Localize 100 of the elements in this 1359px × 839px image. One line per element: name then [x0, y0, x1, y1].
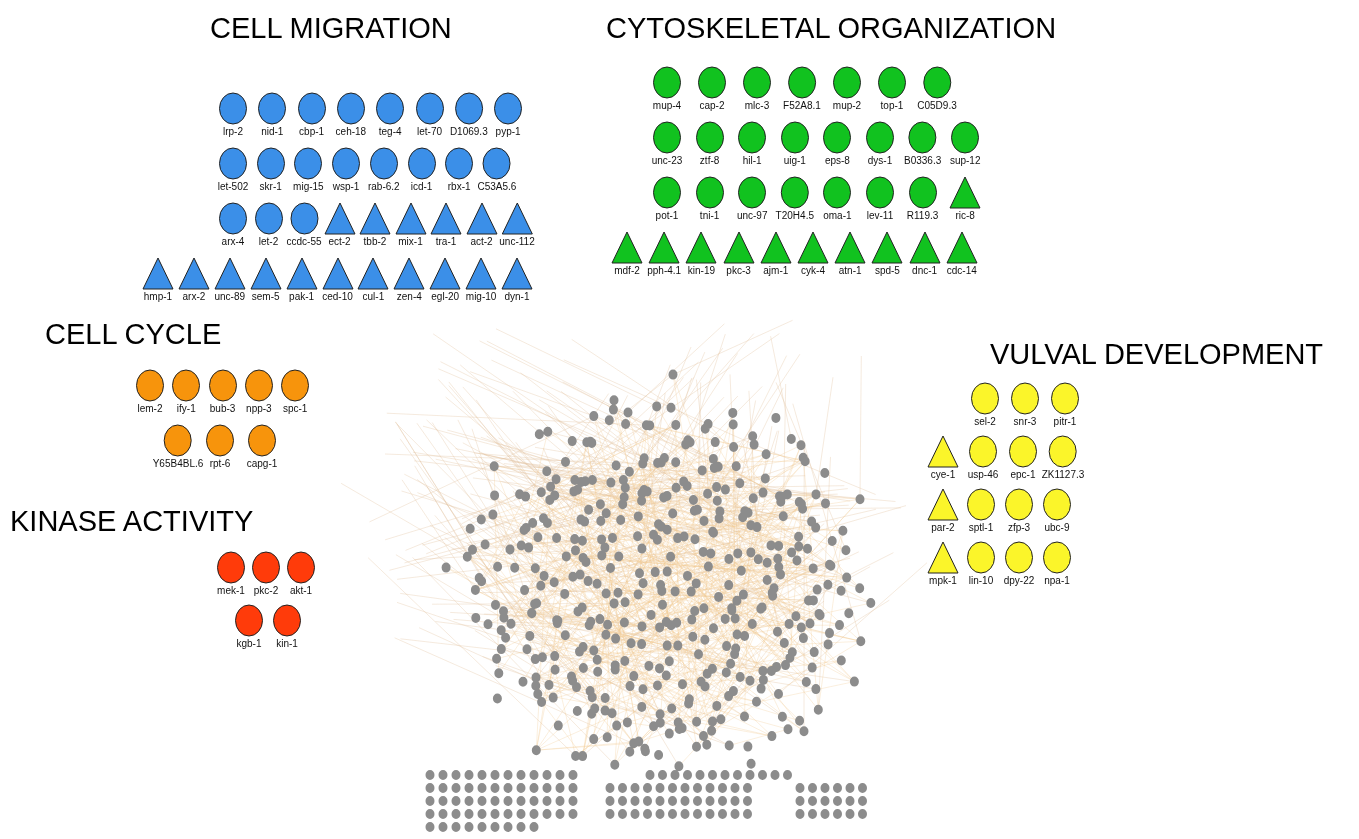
gene-node: [254, 147, 287, 193]
gene-node: [927, 488, 959, 534]
gene-node: [217, 147, 249, 193]
gene-node: [285, 551, 317, 597]
gene-node: [405, 147, 438, 193]
gene-label: mup-4: [652, 100, 682, 112]
gene-node: [651, 121, 683, 167]
gene-label: lin-10: [968, 575, 994, 587]
group-title: CELL MIGRATION: [210, 12, 452, 44]
gene-node: [233, 604, 265, 650]
gene-node: [647, 231, 682, 277]
gene-node: [685, 231, 718, 277]
gene-label: npp-3: [246, 403, 272, 415]
gene-node: [217, 202, 249, 248]
gene-node: [906, 176, 939, 222]
group-title: CELL CYCLE: [45, 318, 222, 350]
gene-node: [443, 147, 476, 193]
gene-node: [250, 551, 282, 597]
gene-label: ajm-1: [763, 265, 789, 277]
gene-node: [821, 121, 854, 167]
gene-node: [134, 369, 166, 415]
gene-node: [1041, 488, 1073, 534]
gene-node: [465, 257, 498, 303]
gene-node: [321, 257, 354, 303]
gene-label: cap-2: [699, 100, 725, 112]
gene-label: lev-11: [866, 210, 894, 222]
gene-label: cye-1: [930, 469, 956, 481]
gene-label: pyp-1: [495, 126, 521, 138]
gene-label: rpt-6: [209, 458, 231, 470]
gene-node: [903, 121, 942, 167]
gene-label: epc-1: [1010, 469, 1036, 481]
gene-label: dpy-22: [1003, 575, 1035, 587]
gene-node: [286, 202, 322, 248]
gene-label: pot-1: [655, 210, 679, 222]
gene-label: cdc-14: [946, 265, 977, 277]
gene-node: [1009, 382, 1041, 428]
gene-node: [1041, 435, 1085, 481]
gene-node: [722, 231, 755, 277]
gene-node: [252, 202, 285, 248]
gene-label: dys-1: [867, 155, 893, 167]
gene-node: [693, 176, 726, 222]
gene-label: mek-1: [217, 585, 245, 597]
gene-node: [864, 121, 896, 167]
gene-label: D1069.3: [449, 126, 488, 138]
gene-label: icd-1: [410, 181, 433, 193]
gene-node: [449, 92, 488, 138]
gene-label: kin-19: [687, 265, 715, 277]
gene-node: [864, 176, 896, 222]
gene-node: [357, 257, 390, 303]
gene-label: mpk-1: [929, 575, 957, 587]
gene-label: oma-1: [823, 210, 852, 222]
gene-node: [696, 66, 728, 112]
gene-label: sel-2: [974, 416, 996, 428]
gene-node: [967, 435, 999, 481]
gene-label: rbx-1: [447, 181, 471, 193]
gene-label: npa-1: [1044, 575, 1070, 587]
gene-label: ZK1127.3: [1041, 469, 1085, 481]
gene-label: uig-1: [783, 155, 806, 167]
gene-label: zen-4: [396, 291, 422, 303]
gene-node: [359, 202, 391, 248]
gene-node: [477, 147, 517, 193]
gene-label: unc-112: [499, 236, 535, 248]
gene-node: [204, 424, 236, 470]
gene-node: [821, 176, 854, 222]
gene-label: ccdc-55: [286, 236, 322, 248]
gene-node: [611, 231, 643, 277]
gene-label: mix-1: [398, 236, 423, 248]
gene-label: egl-20: [431, 291, 460, 303]
gene-label: pitr-1: [1053, 416, 1077, 428]
gene-label: cul-1: [362, 291, 385, 303]
gene-node: [965, 541, 997, 587]
gene-label: atn-1: [838, 265, 862, 277]
gene-label: kgb-1: [236, 638, 262, 650]
gene-label: arx-4: [221, 236, 245, 248]
gene-node: [917, 66, 957, 112]
gene-node: [797, 231, 829, 277]
gene-label: mig-15: [293, 181, 324, 193]
gene-label: ced-10: [322, 291, 353, 303]
gene-node: [249, 257, 282, 303]
gene-node: [177, 257, 210, 303]
gene-node: [256, 92, 289, 138]
gene-label: pph-4.1: [647, 265, 682, 277]
gene-label: unc-89: [214, 291, 246, 303]
gene-label: skr-1: [259, 181, 282, 193]
gene-node: [741, 66, 773, 112]
gene-node: [170, 369, 203, 415]
gene-node: [394, 202, 427, 248]
gene-node: [651, 176, 683, 222]
gene-label: sptl-1: [968, 522, 994, 534]
gene-label: top-1: [880, 100, 904, 112]
gene-node: [499, 202, 535, 248]
gene-label: eps-8: [824, 155, 850, 167]
gene-node: [334, 92, 367, 138]
gene-node: [215, 551, 247, 597]
gene-node: [1003, 541, 1035, 587]
gene-label: unc-97: [736, 210, 768, 222]
gene-node: [242, 369, 275, 415]
gene-label: rab-6.2: [367, 181, 400, 193]
gene-label: mdf-2: [614, 265, 640, 277]
gene-label: wsp-1: [332, 181, 360, 193]
